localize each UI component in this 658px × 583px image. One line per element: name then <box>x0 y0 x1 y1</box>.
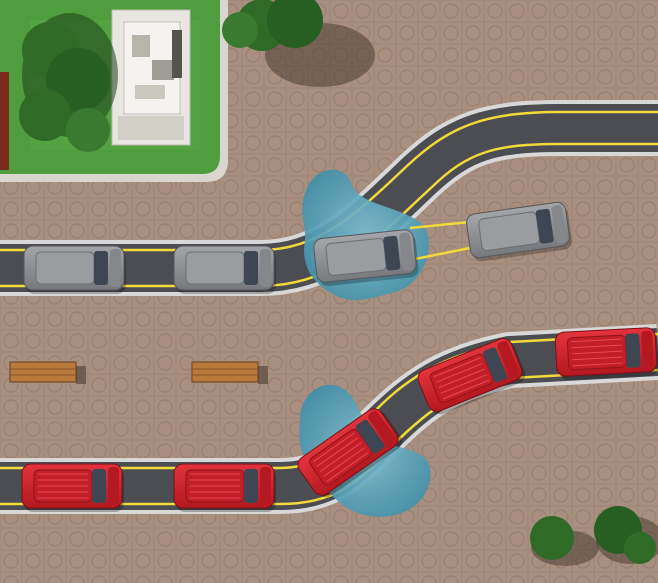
red-car-icon <box>554 327 658 381</box>
tree-icon <box>530 516 599 566</box>
tree-icon <box>594 506 658 564</box>
building-icon <box>111 9 191 146</box>
red-car-icon <box>173 463 276 512</box>
red-car-icon <box>297 408 402 498</box>
gray-car-icon <box>466 201 572 262</box>
tree-icon <box>222 0 375 87</box>
red-car-icon <box>21 463 124 512</box>
red-car-icon <box>417 338 526 415</box>
gray-car-icon <box>313 229 419 286</box>
bench-icon <box>191 361 268 384</box>
tree-icon <box>19 13 118 152</box>
gray-car-icon <box>23 245 126 294</box>
bench-icon <box>9 361 86 384</box>
gray-car-icon <box>173 245 276 294</box>
red-building-edge <box>0 72 9 170</box>
